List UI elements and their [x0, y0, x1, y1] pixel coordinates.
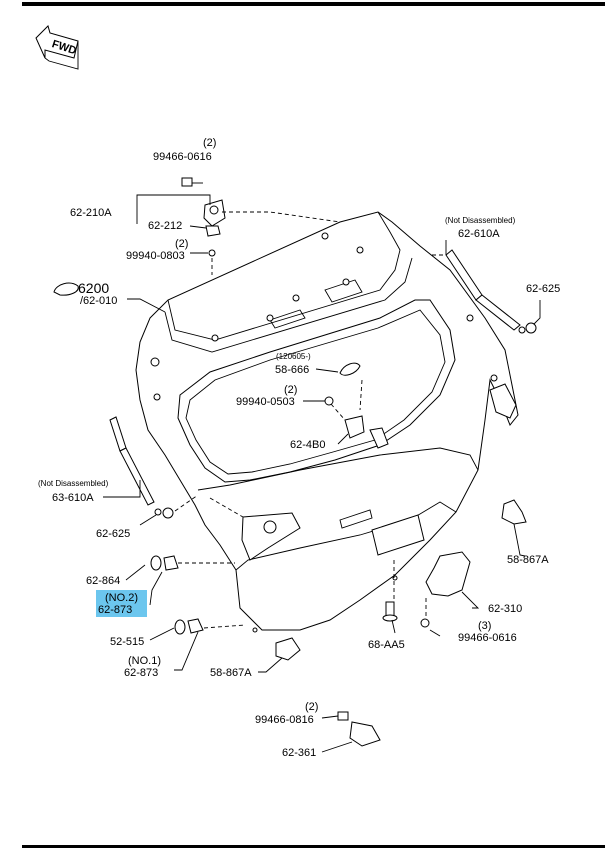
part-68-aa5[interactable]: 68-AA5	[368, 639, 405, 651]
part-99466-0816[interactable]: 99466-0816	[255, 714, 314, 726]
note-not-disassembled-left: (Not Disassembled)	[38, 479, 109, 488]
actuator-62-310	[425, 551, 471, 597]
part-52-515[interactable]: 52-515	[110, 636, 144, 648]
part-62-873-no2[interactable]: 62-873	[98, 604, 132, 616]
nut-99940-0503	[324, 396, 334, 406]
note-no2: (NO.2)	[105, 592, 138, 604]
fwd-arrow-icon: FWD	[35, 25, 79, 70]
part-99940-0503[interactable]: 99940-0503	[236, 396, 295, 408]
gas-strut-left	[109, 416, 174, 519]
gas-strut-right	[445, 249, 537, 334]
part-62-625-left[interactable]: 62-625	[96, 528, 130, 540]
bracket-58-867a-bottom	[275, 637, 301, 661]
leader-lines	[103, 182, 541, 753]
note-not-disassembled-right: (Not Disassembled)	[445, 216, 516, 225]
part-99466-0616-mid[interactable]: 99466-0616	[458, 632, 517, 644]
part-99466-0616-top[interactable]: 99466-0616	[153, 151, 212, 163]
group-6200[interactable]: 6200	[78, 280, 109, 296]
note-120605: (120605-)	[276, 352, 311, 361]
part-62-625-right[interactable]: 62-625	[526, 283, 560, 295]
top-border	[22, 2, 605, 6]
part-62-873-no1[interactable]: 62-873	[124, 667, 158, 679]
striker-bracket-62-212	[181, 177, 226, 257]
latch-62-4b0	[344, 415, 389, 449]
part-62-4b0[interactable]: 62-4B0	[290, 439, 325, 451]
part-62-361[interactable]: 62-361	[282, 747, 316, 759]
group-6200-balloon	[53, 282, 79, 296]
screw-99466-0616-mid	[420, 618, 430, 628]
part-58-666[interactable]: 58-666	[275, 364, 309, 376]
liftgate-panel	[135, 211, 519, 633]
note-no1: (NO.1)	[128, 655, 161, 667]
part-62-310[interactable]: 62-310	[488, 603, 522, 615]
part-58-867a-bottom[interactable]: 58-867A	[210, 667, 252, 679]
bumper-62-864	[150, 555, 179, 571]
qty-99940-0803: (2)	[175, 238, 188, 250]
part-99940-0803[interactable]: 99940-0803	[126, 250, 185, 262]
part-62-210a[interactable]: 62-210A	[70, 207, 112, 219]
bumper-52-515	[174, 618, 204, 635]
bracket-62-361	[337, 711, 381, 747]
highlight-62-873-no2[interactable]	[96, 590, 147, 617]
bottom-border	[22, 845, 605, 848]
part-63-610a[interactable]: 63-610A	[52, 492, 94, 504]
qty-99466-0616-mid: (3)	[478, 620, 491, 632]
part-58-867a-right[interactable]: 58-867A	[507, 554, 549, 566]
qty-99466-0816: (2)	[305, 701, 318, 713]
qty-99466-0616-top: (2)	[203, 137, 216, 149]
part-62-212[interactable]: 62-212	[148, 220, 182, 232]
bracket-58-867a-right	[501, 499, 527, 525]
qty-99940-0503: (2)	[284, 384, 297, 396]
part-62-864[interactable]: 62-864	[86, 575, 120, 587]
part-labels: (2) 99466-0616 62-210A 62-212 (2) 99940-…	[38, 137, 560, 759]
part-62-010[interactable]: /62-010	[80, 295, 117, 307]
part-62-610a-right[interactable]: 62-610A	[458, 228, 500, 240]
clip-68-aa5	[382, 601, 398, 622]
emblem-58-666	[339, 362, 361, 376]
